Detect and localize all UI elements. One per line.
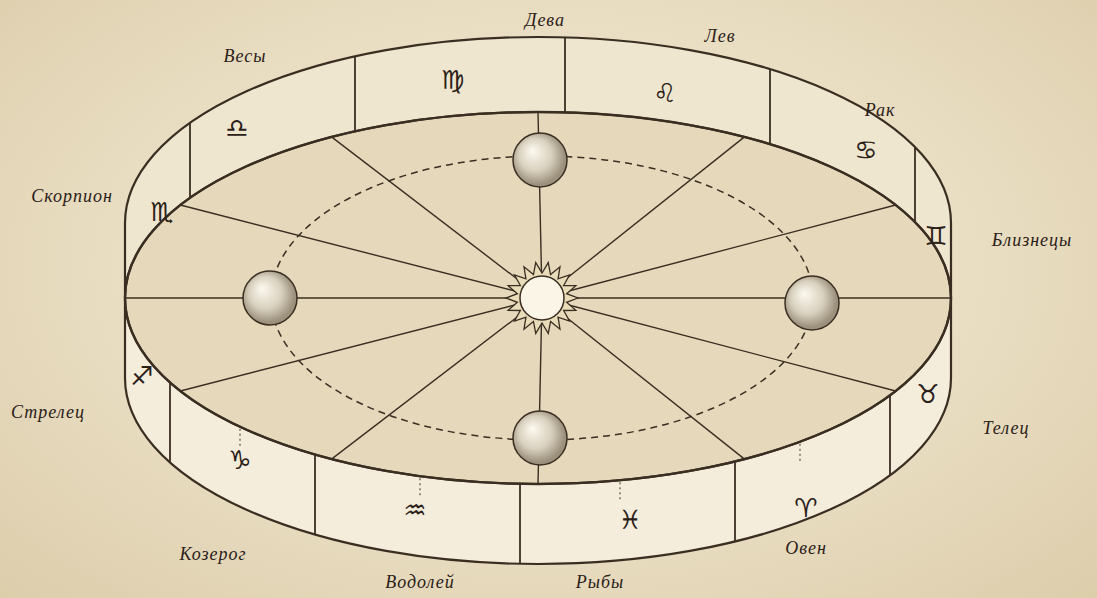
sign-symbol: ♓ [618,507,641,533]
sign-name: Стрелец [11,402,85,423]
sign-name: Водолей [385,572,455,593]
radial-line [125,297,542,298]
ring-rim [125,112,951,484]
radial-line [180,298,542,391]
sign-symbol: ♐ [130,363,153,389]
segment-divider [314,455,316,535]
tick-mark [800,444,801,464]
sign-symbol: ♈ [794,495,817,521]
sign-name: Овен [785,538,827,559]
segment-divider [354,56,356,131]
sign-symbol: ♉ [916,381,939,407]
segment-divider [889,395,891,475]
planet [243,271,297,325]
sun [520,276,564,320]
tick-mark [620,482,621,502]
radial-line [332,137,543,298]
sign-symbol: ♊ [924,223,947,249]
radial-line [542,297,951,298]
planet [785,276,839,330]
sign-name: Весы [224,46,267,67]
segment-divider [564,37,566,112]
sign-symbol: ♑ [228,447,251,473]
tick-mark [240,429,241,449]
sign-name: Рак [865,100,896,121]
segment-divider [734,461,736,541]
sign-symbol: ♌ [653,80,676,106]
segment-divider [519,484,521,564]
sign-name: Скорпион [31,186,113,207]
sign-name: Козерог [179,544,246,565]
sign-symbol: ♎ [225,115,248,141]
segment-divider [914,147,916,222]
planet [513,411,567,465]
segment-divider [769,69,771,144]
segment-divider [169,382,171,462]
sign-symbol: ♏ [150,199,173,225]
segment-divider [189,123,191,198]
sign-name: Близнецы [992,230,1073,251]
radial-line [542,137,745,298]
radial-line [332,298,543,459]
radial-line [542,298,896,391]
sign-name: Рыбы [576,572,624,593]
sign-name: Телец [982,418,1029,439]
sign-name: Дева [525,10,565,31]
ring-floor [125,112,951,484]
radial-line [542,298,745,459]
sign-symbol: ♍ [441,67,464,93]
radial-line [180,205,542,298]
sign-name: Лев [705,26,736,47]
planet [513,133,567,187]
tick-mark [420,478,421,498]
sign-symbol: ♒ [403,497,426,523]
sun-rays [506,263,578,334]
ring-back-wall [125,37,951,298]
sign-symbol: ♋ [854,137,877,163]
radial-line [542,205,896,298]
